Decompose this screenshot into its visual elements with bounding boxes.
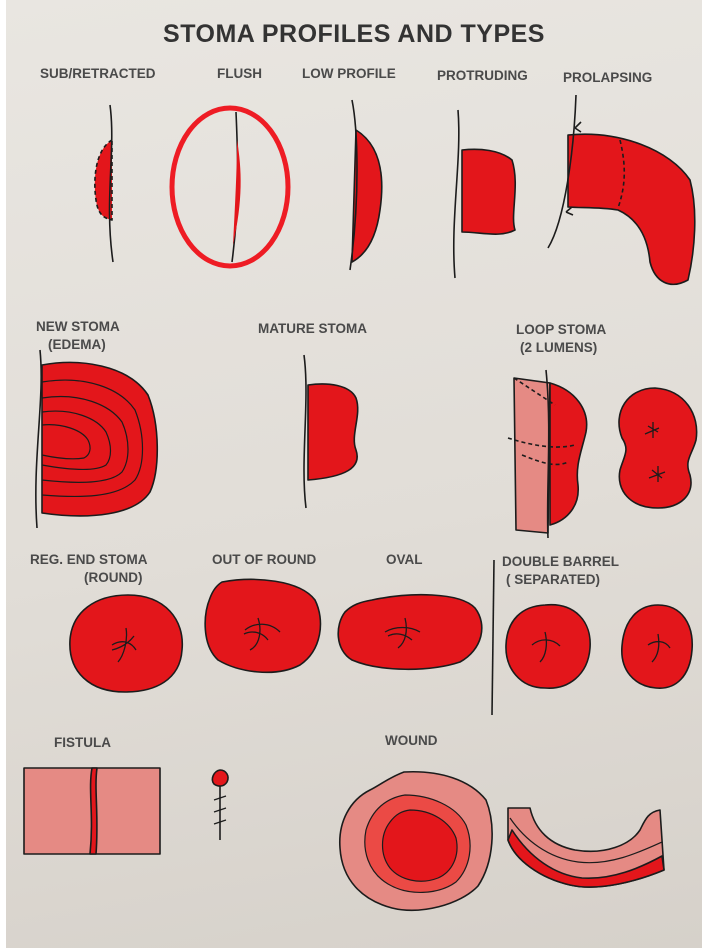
separator-line	[492, 560, 494, 715]
sub-retracted-profile	[95, 105, 113, 262]
fistula-tract	[212, 770, 228, 840]
protruding-profile	[454, 110, 515, 278]
fistula-skin	[24, 768, 160, 854]
round-stoma	[70, 595, 182, 692]
new-stoma-edema	[36, 350, 157, 528]
flush-highlight-ring	[172, 108, 288, 266]
loop-stoma-side	[508, 370, 587, 538]
wound-top-view	[340, 772, 492, 910]
mature-stoma	[304, 355, 358, 508]
out-of-round-stoma	[205, 579, 320, 672]
loop-stoma-front	[619, 388, 697, 508]
low-profile-profile	[350, 100, 382, 270]
oval-stoma	[338, 595, 482, 670]
prolapsing-profile	[548, 95, 695, 284]
double-barrel-right	[622, 605, 692, 688]
double-barrel-left	[506, 605, 590, 688]
wound-cross-section	[508, 808, 664, 887]
flush-profile	[172, 108, 288, 266]
